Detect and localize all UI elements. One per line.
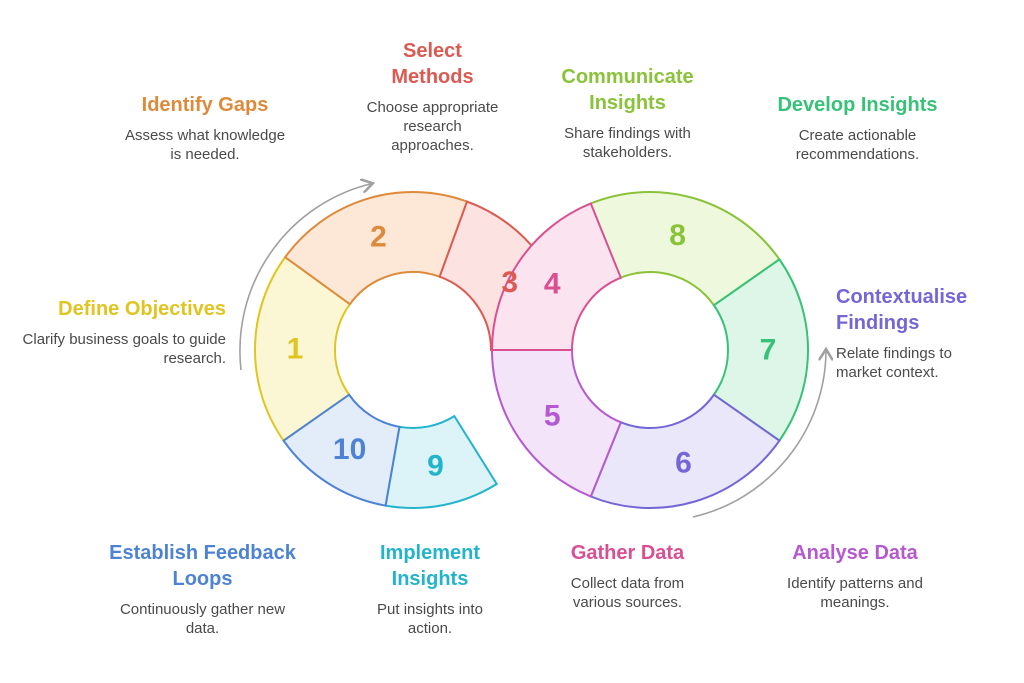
- segment-9-number: 9: [427, 449, 444, 482]
- step-1-description: Clarify business goals to guide research…: [22, 331, 226, 367]
- segment-8-number: 8: [669, 219, 686, 252]
- step-3-description: Choose appropriate research approaches.: [366, 99, 499, 154]
- segment-2: [283, 191, 469, 306]
- cycle-arrow-right: [692, 352, 826, 518]
- step-9-description: Put insights into action.: [377, 601, 483, 637]
- step-8-label: Communicate Insights Share findings with…: [540, 64, 715, 162]
- segment-5-number: 5: [544, 399, 561, 432]
- step-7-title: Develop Insights: [777, 94, 938, 116]
- segment-1-number: 1: [287, 332, 304, 365]
- step-7-label: Develop Insights Create actionable recom…: [760, 92, 955, 164]
- segment-4: [490, 202, 623, 351]
- step-9-title: Implement Insights: [379, 542, 481, 590]
- segment-7-number: 7: [760, 334, 777, 367]
- step-3-title: Select Methods: [391, 40, 474, 88]
- step-8-description: Share findings with stakeholders.: [564, 125, 691, 161]
- step-2-description: Assess what knowledge is needed.: [124, 127, 286, 163]
- segment-4-number: 4: [544, 268, 561, 301]
- step-5-title: Analyse Data: [792, 542, 918, 564]
- step-10-label: Establish Feedback Loops Continuously ga…: [95, 540, 310, 638]
- step-3-label: Select Methods Choose appropriate resear…: [350, 38, 515, 155]
- segment-8: [574, 191, 781, 307]
- step-4-label: Gather Data Collect data from various so…: [540, 540, 715, 612]
- segment-3-number: 3: [501, 266, 518, 299]
- step-1-title: Define Objectives: [58, 298, 226, 320]
- step-7-description: Create actionable recommendations.: [795, 127, 920, 163]
- step-5-description: Identify patterns and meanings.: [787, 575, 923, 611]
- segment-1: [254, 255, 352, 443]
- step-6-label: Contextualise Findings Relate findings t…: [836, 284, 1006, 382]
- step-2-label: Identify Gaps Assess what knowledge is n…: [100, 92, 310, 164]
- segment-10: [282, 393, 401, 507]
- step-1-label: Define Objectives Clarify business goals…: [20, 296, 226, 368]
- segment-10-number: 10: [333, 433, 366, 466]
- segment-6-number: 6: [675, 447, 692, 480]
- step-10-title: Establish Feedback Loops: [109, 542, 296, 590]
- segment-7: [712, 257, 809, 443]
- step-5-label: Analyse Data Identify patterns and meani…: [765, 540, 945, 612]
- step-4-description: Collect data from various sources.: [570, 575, 685, 611]
- segment-6: [589, 393, 781, 509]
- segment-2-number: 2: [370, 221, 387, 254]
- cycle-arrow-left: [239, 184, 370, 371]
- step-2-title: Identify Gaps: [141, 94, 269, 116]
- step-6-title: Contextualise Findings: [836, 286, 968, 334]
- step-8-title: Communicate Insights: [561, 66, 694, 114]
- step-4-title: Gather Data: [570, 542, 685, 564]
- step-9-label: Implement Insights Put insights into act…: [360, 540, 500, 638]
- step-6-description: Relate findings to market context.: [836, 345, 952, 381]
- segment-5: [490, 349, 623, 498]
- step-10-description: Continuously gather new data.: [119, 601, 286, 637]
